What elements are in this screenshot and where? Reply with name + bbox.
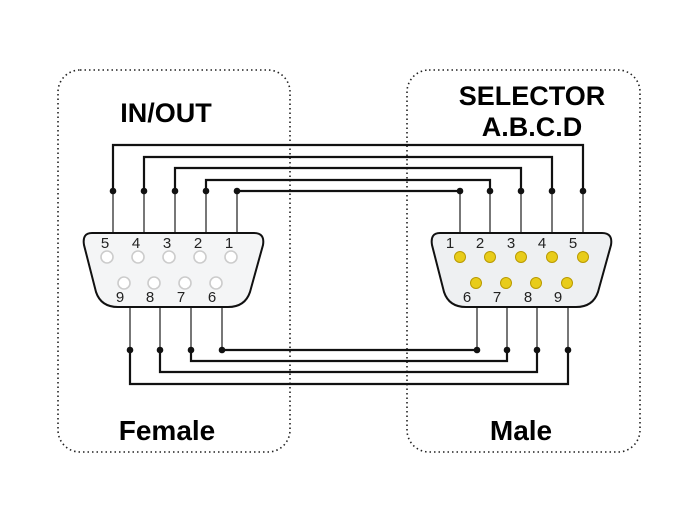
male-pin-label: 2 bbox=[476, 235, 484, 252]
junction-dot bbox=[171, 187, 179, 195]
male-connector-shell bbox=[430, 232, 613, 308]
female-group-box bbox=[57, 69, 291, 453]
junction-dot bbox=[456, 187, 464, 195]
wire-pin-9 bbox=[128, 350, 570, 386]
junction-dot bbox=[503, 346, 511, 354]
female-pin-label: 1 bbox=[225, 235, 233, 252]
male-pin-1 bbox=[454, 251, 466, 263]
male-pin-label: 3 bbox=[507, 235, 515, 252]
female-socket-2 bbox=[193, 250, 207, 264]
female-pin-label: 8 bbox=[146, 289, 154, 306]
wire-pin-2 bbox=[204, 178, 492, 191]
junction-dot bbox=[486, 187, 494, 195]
male-pin-6 bbox=[470, 277, 482, 289]
junction-dot bbox=[109, 187, 117, 195]
junction-dot bbox=[126, 346, 134, 354]
male-pin-5 bbox=[577, 251, 589, 263]
wire-pin-3 bbox=[173, 166, 523, 191]
female-pin-label: 9 bbox=[116, 289, 124, 306]
male-label: Male bbox=[490, 415, 552, 446]
female-pin-label: 5 bbox=[101, 235, 109, 252]
female-connector-shell bbox=[82, 232, 265, 308]
male-pin-label: 8 bbox=[524, 289, 532, 306]
female-socket-8 bbox=[147, 276, 161, 290]
junction-dot bbox=[140, 187, 148, 195]
male-pin-2 bbox=[484, 251, 496, 263]
junction-dot bbox=[579, 187, 587, 195]
pin-numbers: 5 4 3 2 1 9 8 7 6 1 2 3 4 5 6 7 8 9 bbox=[101, 235, 577, 306]
junction-dot bbox=[218, 346, 226, 354]
male-pin-7 bbox=[500, 277, 512, 289]
female-pin-label: 7 bbox=[177, 289, 185, 306]
junction-dot bbox=[233, 187, 241, 195]
female-socket-3 bbox=[162, 250, 176, 264]
wire-pin-7 bbox=[189, 350, 509, 363]
junction-dot bbox=[473, 346, 481, 354]
male-pin-label: 6 bbox=[463, 289, 471, 306]
female-pin-label: 2 bbox=[194, 235, 202, 252]
male-pin-4 bbox=[546, 251, 558, 263]
female-socket-4 bbox=[131, 250, 145, 264]
female-socket-6 bbox=[209, 276, 223, 290]
male-pin-3 bbox=[515, 251, 527, 263]
junction-dot bbox=[533, 346, 541, 354]
male-pin-label: 7 bbox=[493, 289, 501, 306]
junction-dot bbox=[517, 187, 525, 195]
junction-dot bbox=[156, 346, 164, 354]
junction-dot bbox=[564, 346, 572, 354]
female-socket-9 bbox=[117, 276, 131, 290]
male-pin-8 bbox=[530, 277, 542, 289]
female-socket-1 bbox=[224, 250, 238, 264]
male-pin-label: 5 bbox=[569, 235, 577, 252]
pins bbox=[100, 250, 589, 290]
selector-title: SELECTOR bbox=[459, 81, 606, 111]
female-pin-label: 3 bbox=[163, 235, 171, 252]
wire-pin-5 bbox=[111, 143, 585, 191]
wire-pin-8 bbox=[158, 350, 539, 374]
female-socket-5 bbox=[100, 250, 114, 264]
female-pin-label: 6 bbox=[208, 289, 216, 306]
female-pin-label: 4 bbox=[132, 235, 140, 252]
female-socket-7 bbox=[178, 276, 192, 290]
male-group-box bbox=[406, 69, 641, 453]
male-pin-9 bbox=[561, 277, 573, 289]
female-label: Female bbox=[119, 415, 216, 446]
male-pin-label: 4 bbox=[538, 235, 546, 252]
junction-dot bbox=[548, 187, 556, 195]
wire-pin-4 bbox=[142, 155, 554, 191]
male-pin-label: 9 bbox=[554, 289, 562, 306]
in-out-title: IN/OUT bbox=[120, 98, 212, 128]
junction-dot bbox=[187, 346, 195, 354]
male-pin-label: 1 bbox=[446, 235, 454, 252]
junction-dot bbox=[202, 187, 210, 195]
abcd-title: A.B.C.D bbox=[482, 112, 583, 142]
